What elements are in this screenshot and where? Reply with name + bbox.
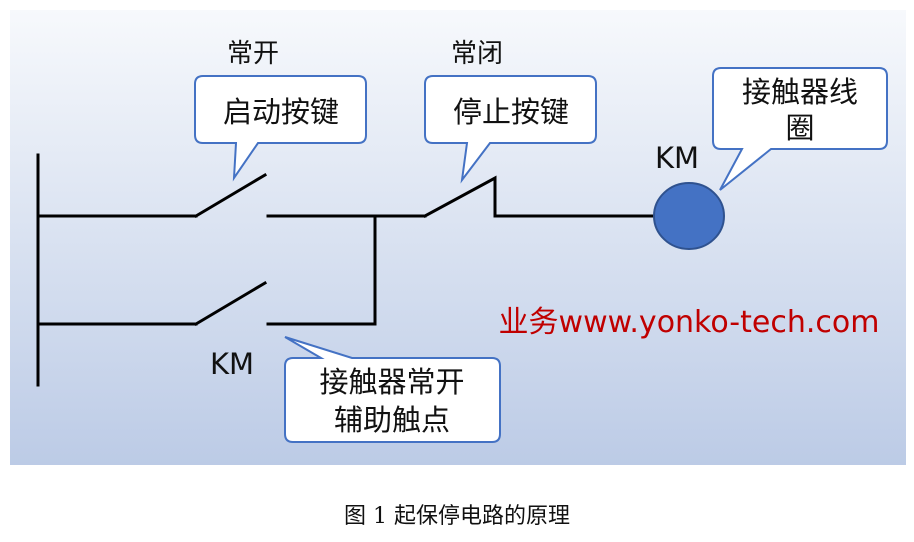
callout-aux-contact [284,336,501,443]
callout-coil [712,67,888,191]
coil-label-line2: 圈 [785,111,814,145]
stop-button-contact [422,175,497,219]
watermark-text: 业务www.yonko-tech.com [499,305,880,340]
aux-name-label: KM [210,347,254,381]
start-type-label: 常开 [227,39,279,69]
aux-label-line2: 辅助触点 [334,403,450,437]
aux-label-line1: 接触器常开 [319,365,464,399]
coil-name-label: KM [655,141,699,175]
coil [653,182,725,250]
aux-contact [193,280,268,327]
callout-stop-button [424,75,597,184]
callout-start-button [194,75,367,182]
start-button-contact [193,172,268,219]
circuit-diagram: 常开 启动按键 常闭 停止按键 KM 接触器线 圈 KM 接触器常开 辅助触点 … [10,10,906,465]
stop-button-label: 停止按键 [453,95,569,129]
start-button-label: 启动按键 [223,95,339,129]
coil-label-line1: 接触器线 [742,75,858,109]
stop-type-label: 常闭 [451,39,503,69]
figure-caption: 图 1 起保停电路的原理 [344,504,570,529]
